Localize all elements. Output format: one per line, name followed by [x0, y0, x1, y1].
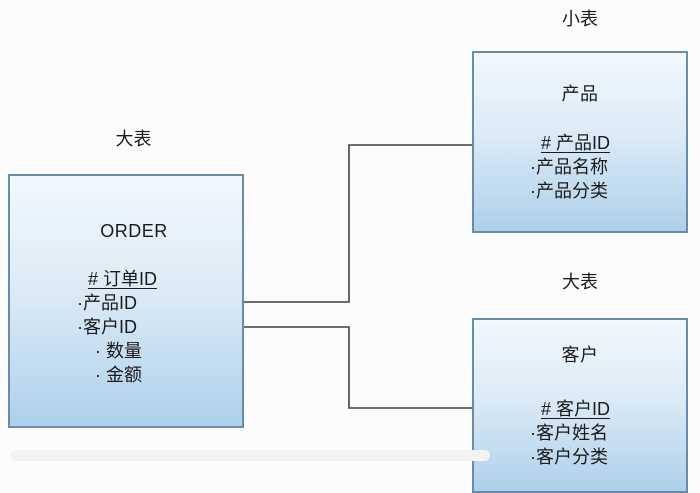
field-product-name: ·产品名称 [530, 157, 608, 177]
product-table-tag: 小表 [562, 9, 598, 29]
field-customer-id: # 客户ID [541, 399, 611, 419]
field-customer-name: ·客户姓名 [530, 423, 608, 443]
field-order-id: # 订单ID [88, 269, 158, 289]
field-product-id: # 产品ID [541, 133, 611, 153]
customer-table-tag: 大表 [562, 272, 598, 292]
order-table-fields: # 订单ID ·产品ID ·客户ID · 数量 · 金额 [77, 267, 157, 387]
er-diagram: 大表 ORDER # 订单ID ·产品ID ·客户ID · 数量 · 金额 小表… [8, 9, 688, 493]
product-table-title: 产品 [561, 84, 599, 104]
customer-table-box: 客户 # 客户ID ·客户姓名 ·客户分类 [472, 318, 688, 493]
field-order-amount: · 金额 [95, 365, 142, 385]
order-table-box: ORDER # 订单ID ·产品ID ·客户ID · 数量 · 金额 [8, 174, 244, 428]
background-band [10, 450, 490, 461]
customer-table-title: 客户 [561, 345, 599, 365]
product-table-fields: # 产品ID ·产品名称 ·产品分类 [530, 131, 610, 203]
field-order-quantity: · 数量 [95, 341, 142, 361]
customer-table-fields: # 客户ID ·客户姓名 ·客户分类 [530, 397, 610, 469]
field-customer-category: ·客户分类 [530, 447, 608, 467]
order-table-tag: 大表 [115, 129, 152, 149]
order-table-title: ORDER [100, 221, 168, 241]
field-product-category: ·产品分类 [530, 181, 608, 201]
product-table-box: 产品 # 产品ID ·产品名称 ·产品分类 [472, 51, 688, 233]
field-order-product-id: ·产品ID [77, 293, 137, 313]
field-order-customer-id: ·客户ID [77, 317, 137, 337]
